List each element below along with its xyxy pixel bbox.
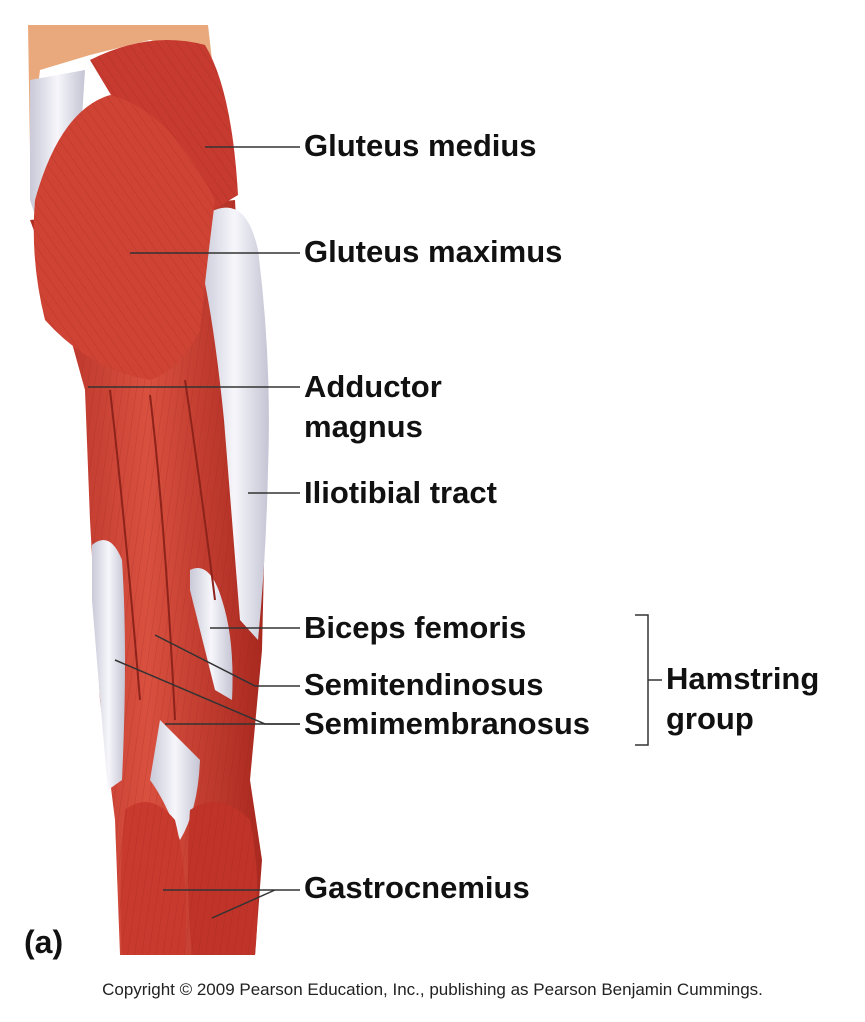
label-gluteus-medius: Gluteus medius [304, 128, 537, 163]
leader-semitendinosus [154, 634, 300, 687]
panel-letter: (a) [24, 924, 64, 960]
skin-region [28, 25, 212, 150]
semitendinosus-tendon [92, 540, 125, 790]
label-biceps-femoris: Biceps femoris [304, 610, 527, 645]
leader-gastrocnemius-b [211, 889, 276, 919]
label-semitendinosus: Semitendinosus [304, 667, 544, 702]
label-iliotibial-tract: Iliotibial tract [304, 475, 497, 510]
label-hamstring-group-line2: group [666, 701, 754, 736]
label-adductor-magnus-line1: Adductor [304, 369, 442, 404]
label-semimembranosus: Semimembranosus [304, 706, 590, 741]
popliteal-area [150, 720, 200, 840]
copyright-notice: Copyright © 2009 Pearson Education, Inc.… [102, 980, 763, 999]
iliotibial-tract-shape [200, 207, 269, 640]
biceps-tendon [190, 568, 233, 700]
hamstring-bracket [635, 614, 649, 746]
label-gastrocnemius: Gastrocnemius [304, 870, 530, 905]
label-adductor-magnus-line2: magnus [304, 409, 423, 444]
label-hamstring-group-line1: Hamstring [666, 661, 820, 696]
label-gluteus-maximus: Gluteus maximus [304, 234, 563, 269]
